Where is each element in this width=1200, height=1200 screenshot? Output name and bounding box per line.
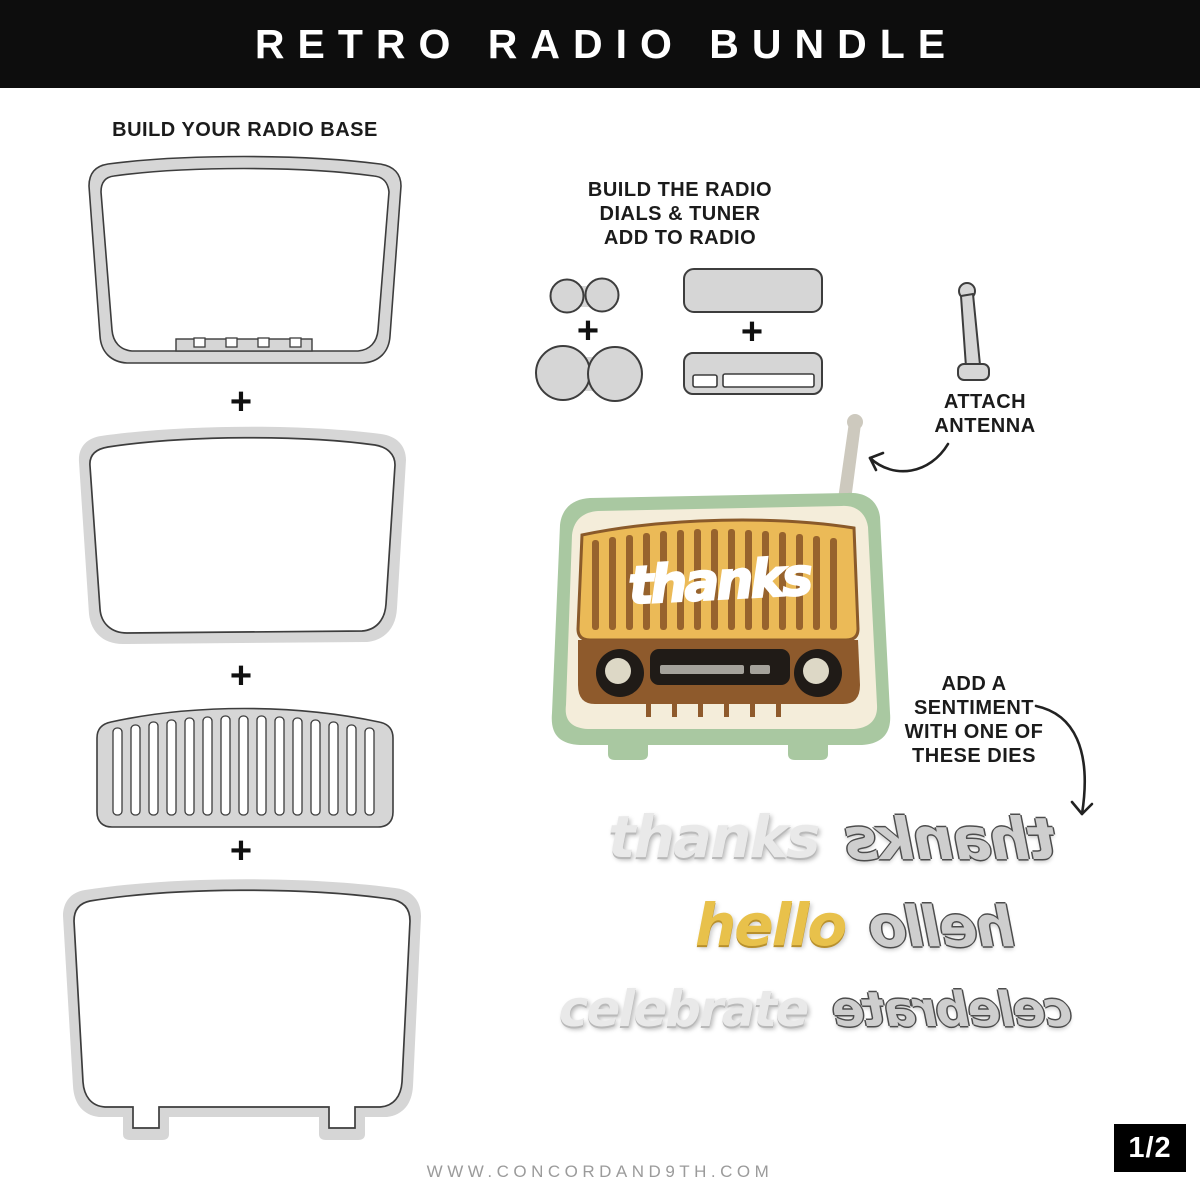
radio-comb-ticks	[646, 704, 781, 717]
sentiment-die-hello-mirrored: hello	[870, 895, 1016, 960]
retro-radio-illustration: thanks	[551, 414, 891, 760]
build-radio-base-label: BUILD YOUR RADIO BASE	[112, 119, 378, 141]
plus-sign: +	[229, 655, 253, 697]
radio-antenna-rod	[837, 422, 861, 508]
sentiment-die-hello: hello	[695, 891, 847, 959]
radio-base-frame-die	[88, 155, 402, 364]
build-dials-tuner-label: BUILD THE RADIO DIALS & TUNER ADD TO RAD…	[587, 179, 773, 249]
grille-slots	[112, 715, 375, 816]
sentiment-die-thanks: thanks	[608, 803, 821, 871]
tuner-marker	[750, 665, 770, 674]
plus-sign: +	[229, 830, 253, 872]
title-banner: RETRO RADIO BUNDLE	[0, 0, 1200, 88]
attach-antenna-label: ATTACH ANTENNA	[934, 391, 1036, 437]
website-url: WWW.CONCORDAND9TH.COM	[426, 1162, 774, 1181]
radio-grille-die	[96, 707, 394, 828]
plus-sign: +	[740, 311, 764, 353]
curved-arrow-icon	[868, 442, 950, 473]
radio-sentiment-word: thanks	[627, 547, 813, 617]
page-indicator-badge: 1/2	[1114, 1124, 1186, 1172]
curved-arrow-icon	[1034, 704, 1094, 816]
page-title: RETRO RADIO BUNDLE	[254, 20, 959, 67]
tuner-plate-die	[683, 268, 823, 313]
radio-body-outline-die	[78, 426, 406, 644]
small-dials-die	[549, 277, 620, 314]
sentiment-die-thanks-mirrored: thanks	[845, 805, 1057, 873]
radio-body-feet-die	[63, 879, 421, 1140]
frame-notches	[193, 337, 302, 348]
radio-grille-slats	[592, 529, 837, 630]
radio-feet	[608, 743, 828, 760]
right-dial-knob	[803, 658, 829, 684]
tuner-window-die	[683, 352, 823, 395]
plus-sign: +	[576, 310, 600, 352]
antenna-die	[957, 282, 990, 381]
sentiment-die-celebrate-mirrored: celebrate	[834, 982, 1072, 1038]
sentiment-die-celebrate: celebrate	[558, 980, 810, 1038]
plus-sign: +	[229, 381, 253, 423]
left-dial-knob	[605, 658, 631, 684]
add-sentiment-label: ADD A SENTIMENT WITH ONE OF THESE DIES	[904, 673, 1044, 767]
tuner-bar	[660, 665, 744, 674]
large-dials-die	[535, 345, 643, 402]
